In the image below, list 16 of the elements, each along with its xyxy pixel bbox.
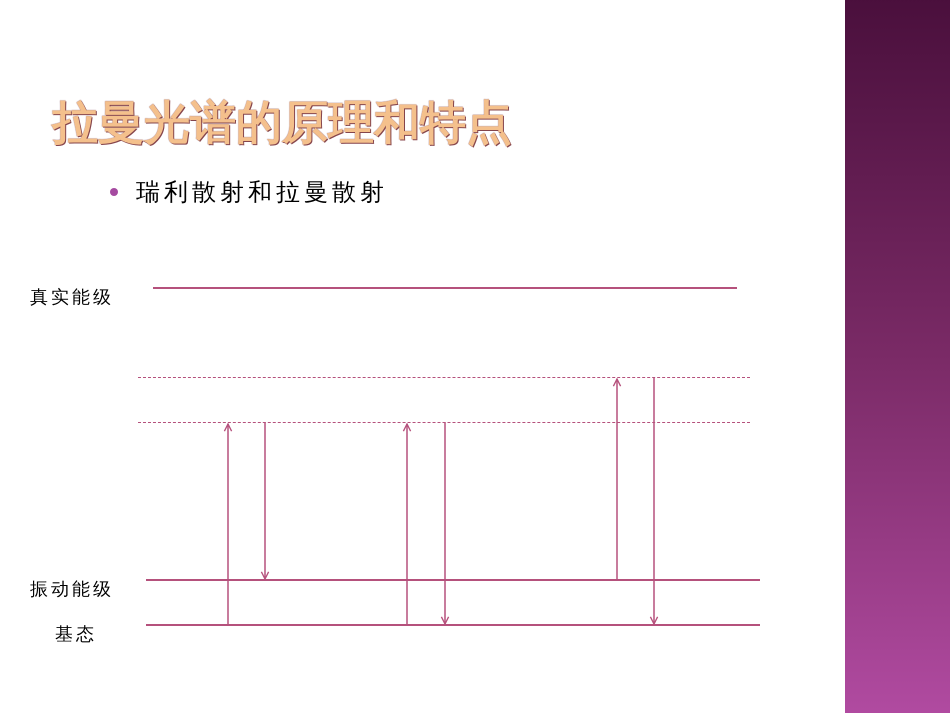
transition-arrow [612, 378, 622, 581]
virtual-level-line [138, 422, 750, 424]
level-label: 基态 [55, 623, 97, 647]
transition-arrow [224, 423, 232, 626]
transition-arrow [402, 423, 412, 626]
transition-arrow [650, 377, 658, 625]
bullet-text: 瑞利散射和拉曼散射 [136, 177, 388, 208]
energy-level-line [146, 624, 760, 626]
transition-arrow [440, 422, 450, 625]
transition-arrow [260, 422, 270, 580]
level-label: 真实能级 [30, 286, 114, 310]
energy-level-line [146, 579, 760, 581]
level-label: 振动能级 [30, 578, 114, 602]
title: 拉曼光谱的原理和特点 [52, 94, 512, 151]
virtual-level-line [138, 377, 750, 379]
energy-level-line [153, 287, 737, 289]
